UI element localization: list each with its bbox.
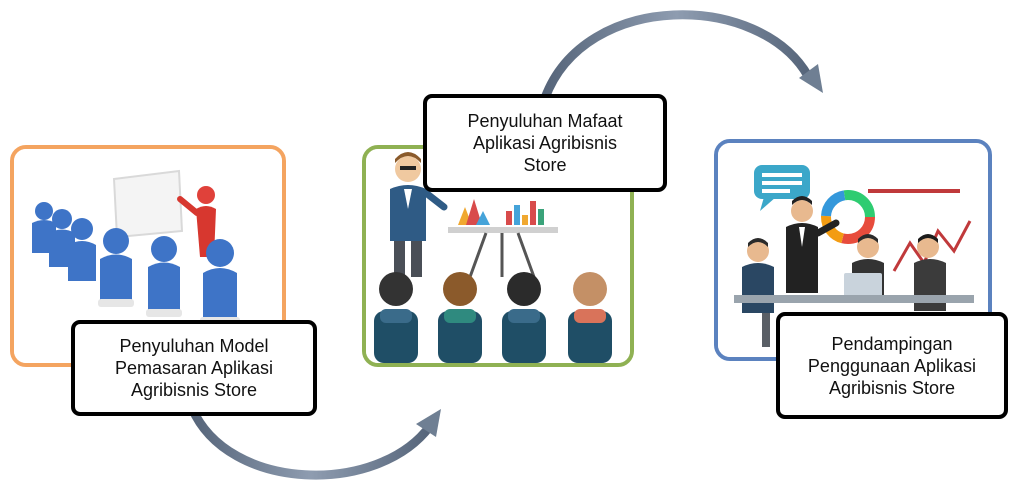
curved-arrow-top-icon [540,10,823,103]
step-3-label: Pendampingan Penggunaan Aplikasi Agribis… [776,312,1008,419]
step-2-label-line: Penyuluhan Mafaat [467,111,623,131]
step-2-label: Penyuluhan Mafaat Aplikasi Agribisnis St… [423,94,667,192]
step-2-label-line: Store [523,155,567,175]
step-1-label-line: Agribisnis Store [130,380,258,400]
step-3-label-line: Agribisnis Store [828,377,956,398]
curved-arrow-bottom-icon [187,403,441,480]
step-3-label-line: Penggunaan Aplikasi [807,355,977,376]
presenter-audience-illustration-icon [366,149,630,363]
step-2-label-line: Aplikasi Agribisnis [472,133,618,153]
step-1-label: Penyuluhan Model Pemasaran Aplikasi Agri… [71,320,317,416]
step-3-label-line: Pendampingan [831,333,953,354]
step-1-label-line: Penyuluhan Model [119,336,269,356]
step-1-label-line: Pemasaran Aplikasi [114,358,274,378]
